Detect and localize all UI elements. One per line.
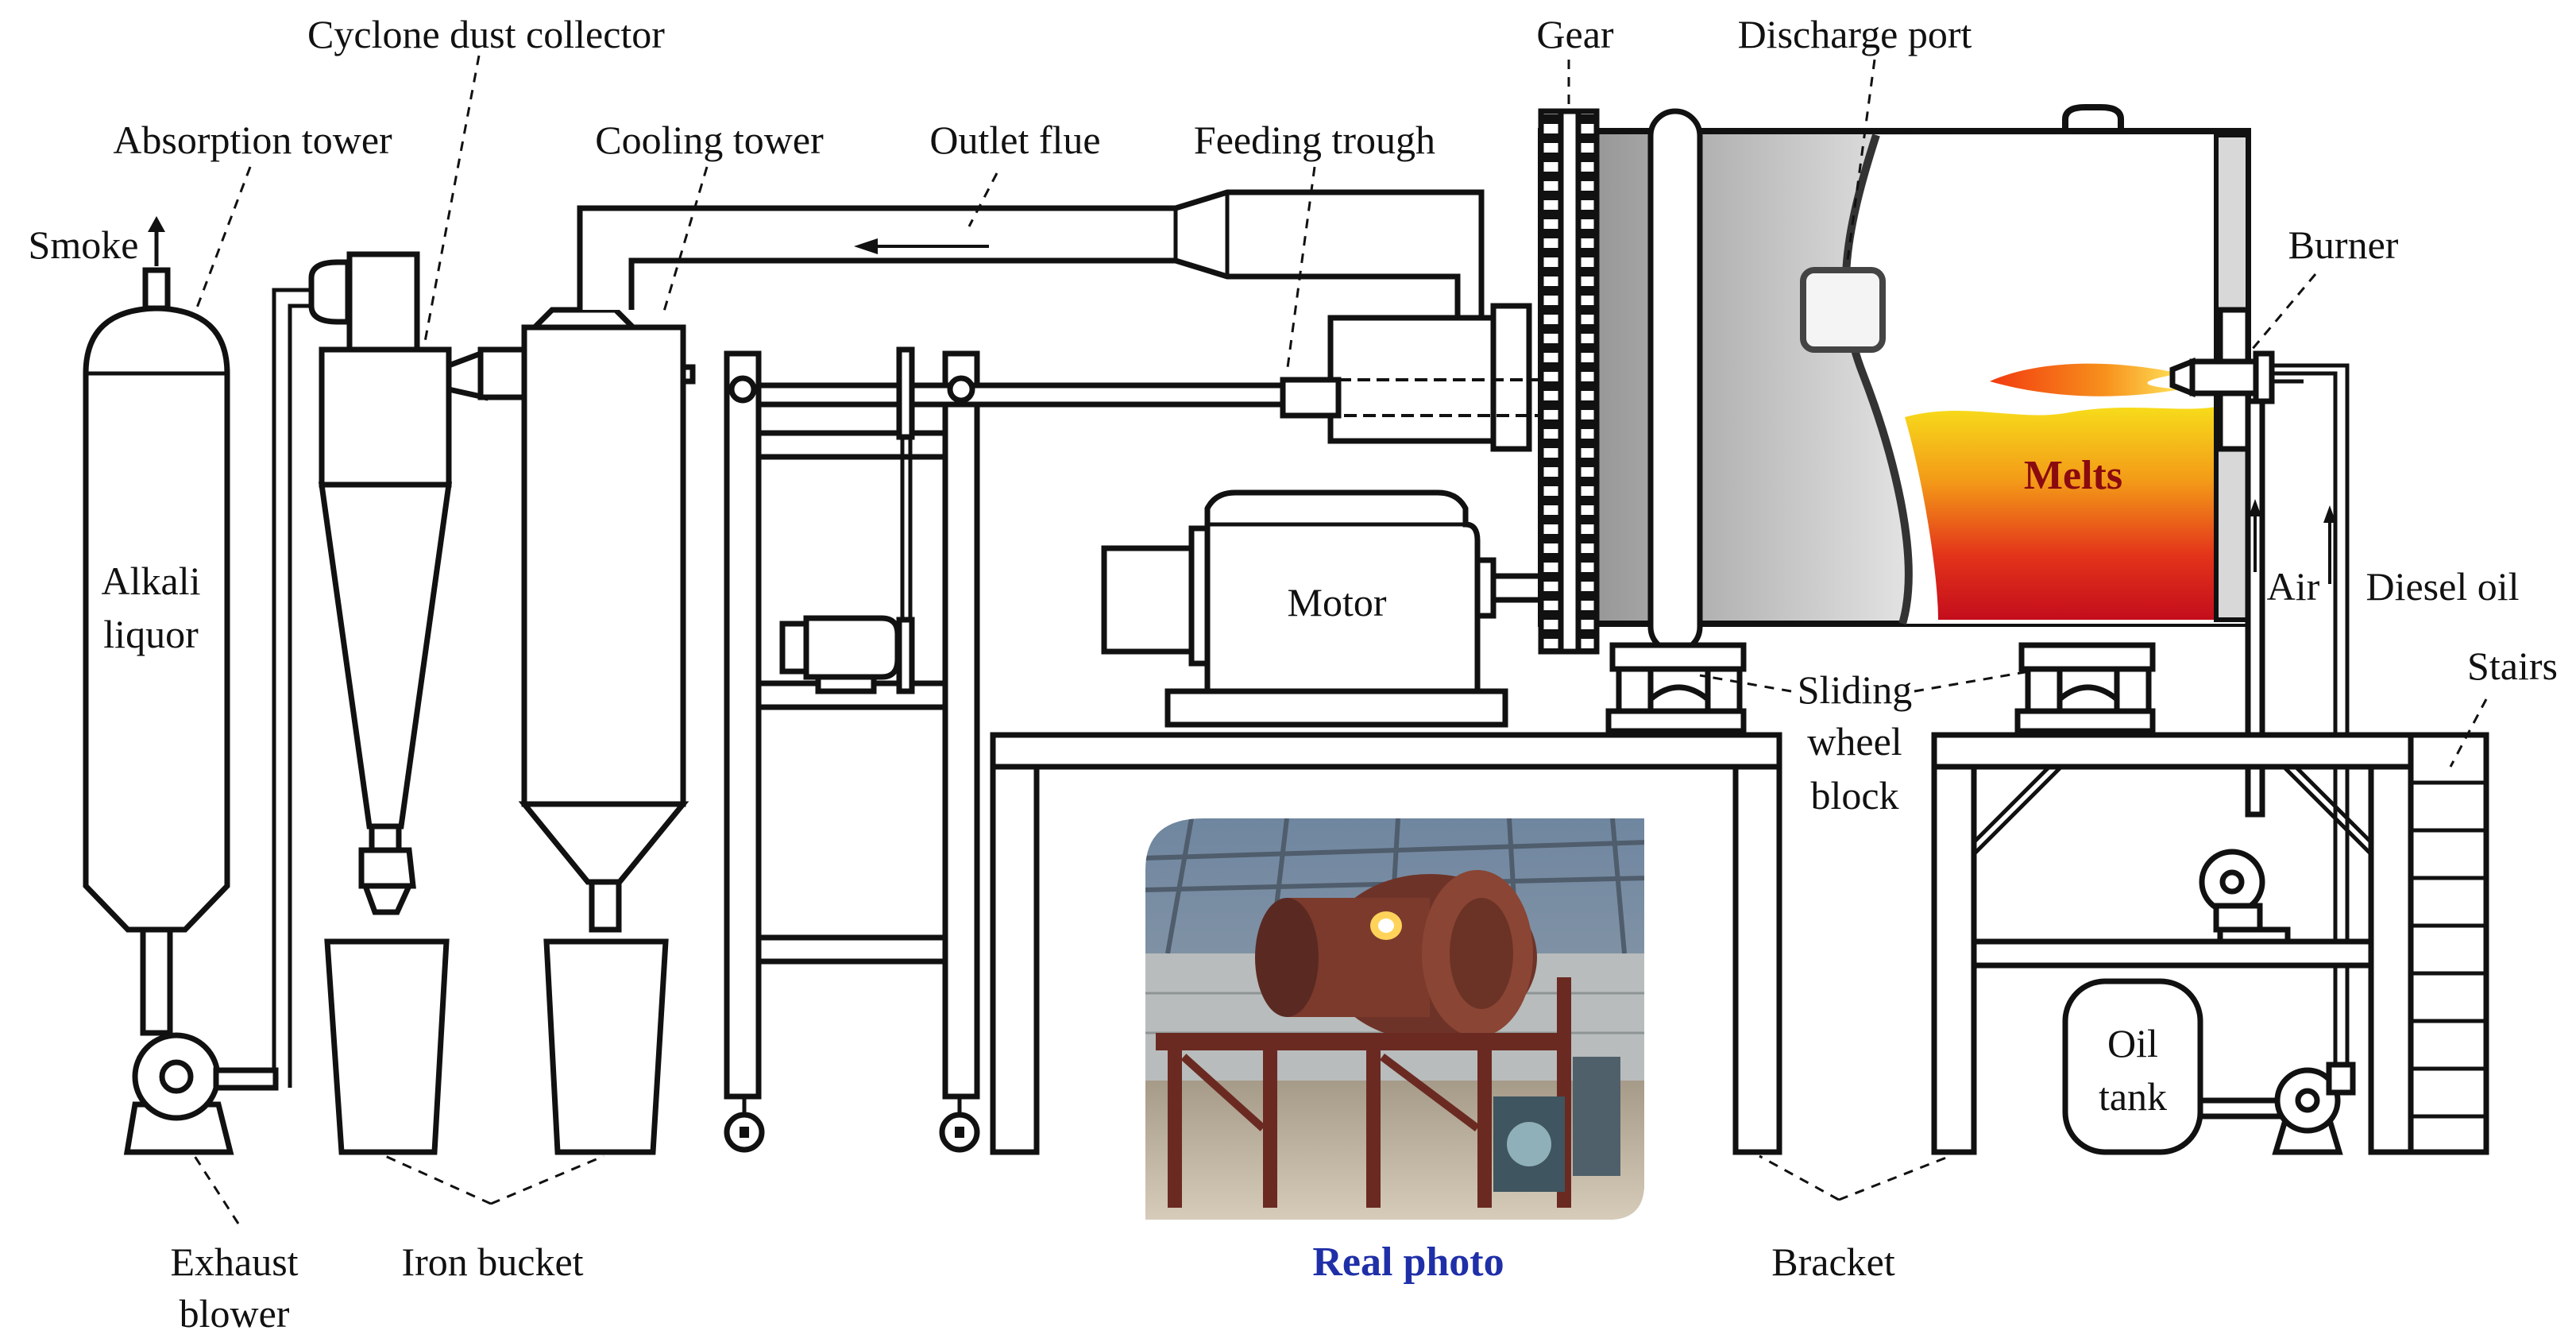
label-tank: tank xyxy=(2099,1074,2167,1119)
label-outlet-flue: Outlet flue xyxy=(929,118,1100,162)
burner xyxy=(2169,307,2350,1065)
label-bracket: Bracket xyxy=(1771,1240,1895,1284)
gear xyxy=(1538,108,1600,655)
label-block: block xyxy=(1810,773,1898,818)
stairs xyxy=(2408,732,2489,1155)
label-iron-bucket: Iron bucket xyxy=(401,1240,583,1284)
label-discharge-port: Discharge port xyxy=(1738,12,1972,56)
air-line xyxy=(2245,398,2265,818)
motor xyxy=(1101,489,1568,728)
iron-bucket-left xyxy=(324,938,450,1155)
label-air: Air xyxy=(2267,564,2320,609)
leader-lines xyxy=(193,55,2488,1224)
label-wheel: wheel xyxy=(1807,719,1902,764)
oil-pump xyxy=(2197,1062,2356,1155)
label-absorption-tower: Absorption tower xyxy=(113,118,392,162)
label-diesel-oil: Diesel oil xyxy=(2366,564,2519,609)
label-stairs: Stairs xyxy=(2467,644,2558,688)
absorption-tower xyxy=(83,267,230,1036)
exhaust-blower xyxy=(123,1032,279,1155)
label-sliding: Sliding xyxy=(1798,667,1912,712)
sliding-wheel-block-right xyxy=(2014,642,2156,734)
label-oil: Oil xyxy=(2107,1021,2158,1065)
label-exhaust: Exhaust xyxy=(170,1240,298,1284)
label-feeding-trough: Feeding trough xyxy=(1194,118,1435,162)
melts-fill xyxy=(1905,407,2216,620)
flow-arrow-icon xyxy=(854,238,989,254)
flue-hood xyxy=(1327,303,1532,452)
label-motor: Motor xyxy=(1288,580,1387,625)
smoke-arrow-icon xyxy=(148,216,165,266)
label-burner: Burner xyxy=(2288,222,2399,267)
rotary-furnace xyxy=(1538,104,2251,627)
cooling-tower xyxy=(518,307,696,933)
label-alkali: Alkali xyxy=(102,559,201,603)
label-real-photo: Real photo xyxy=(1312,1240,1504,1285)
feeding-trough-frame xyxy=(724,346,1290,1153)
flame-icon xyxy=(1990,363,2180,396)
label-cyclone-dust-collector: Cyclone dust collector xyxy=(307,12,665,56)
oil-tank xyxy=(2062,978,2203,1155)
sliding-wheel-block-left xyxy=(1605,642,1747,734)
label-melts: Melts xyxy=(2024,453,2122,498)
diesel-line xyxy=(2323,505,2336,584)
iron-bucket-right xyxy=(543,938,669,1155)
label-liquor: liquor xyxy=(103,612,199,656)
label-blower: blower xyxy=(180,1291,290,1336)
real-photo xyxy=(1145,818,1644,1220)
cyclone-dust-collector xyxy=(318,251,527,915)
label-smoke: Smoke xyxy=(29,222,139,267)
label-cooling-tower: Cooling tower xyxy=(595,118,824,162)
bracket-right xyxy=(1931,732,2414,1155)
label-gear: Gear xyxy=(1536,12,1613,56)
bracket-left xyxy=(990,732,1782,1155)
riding-ring xyxy=(1647,108,1703,655)
